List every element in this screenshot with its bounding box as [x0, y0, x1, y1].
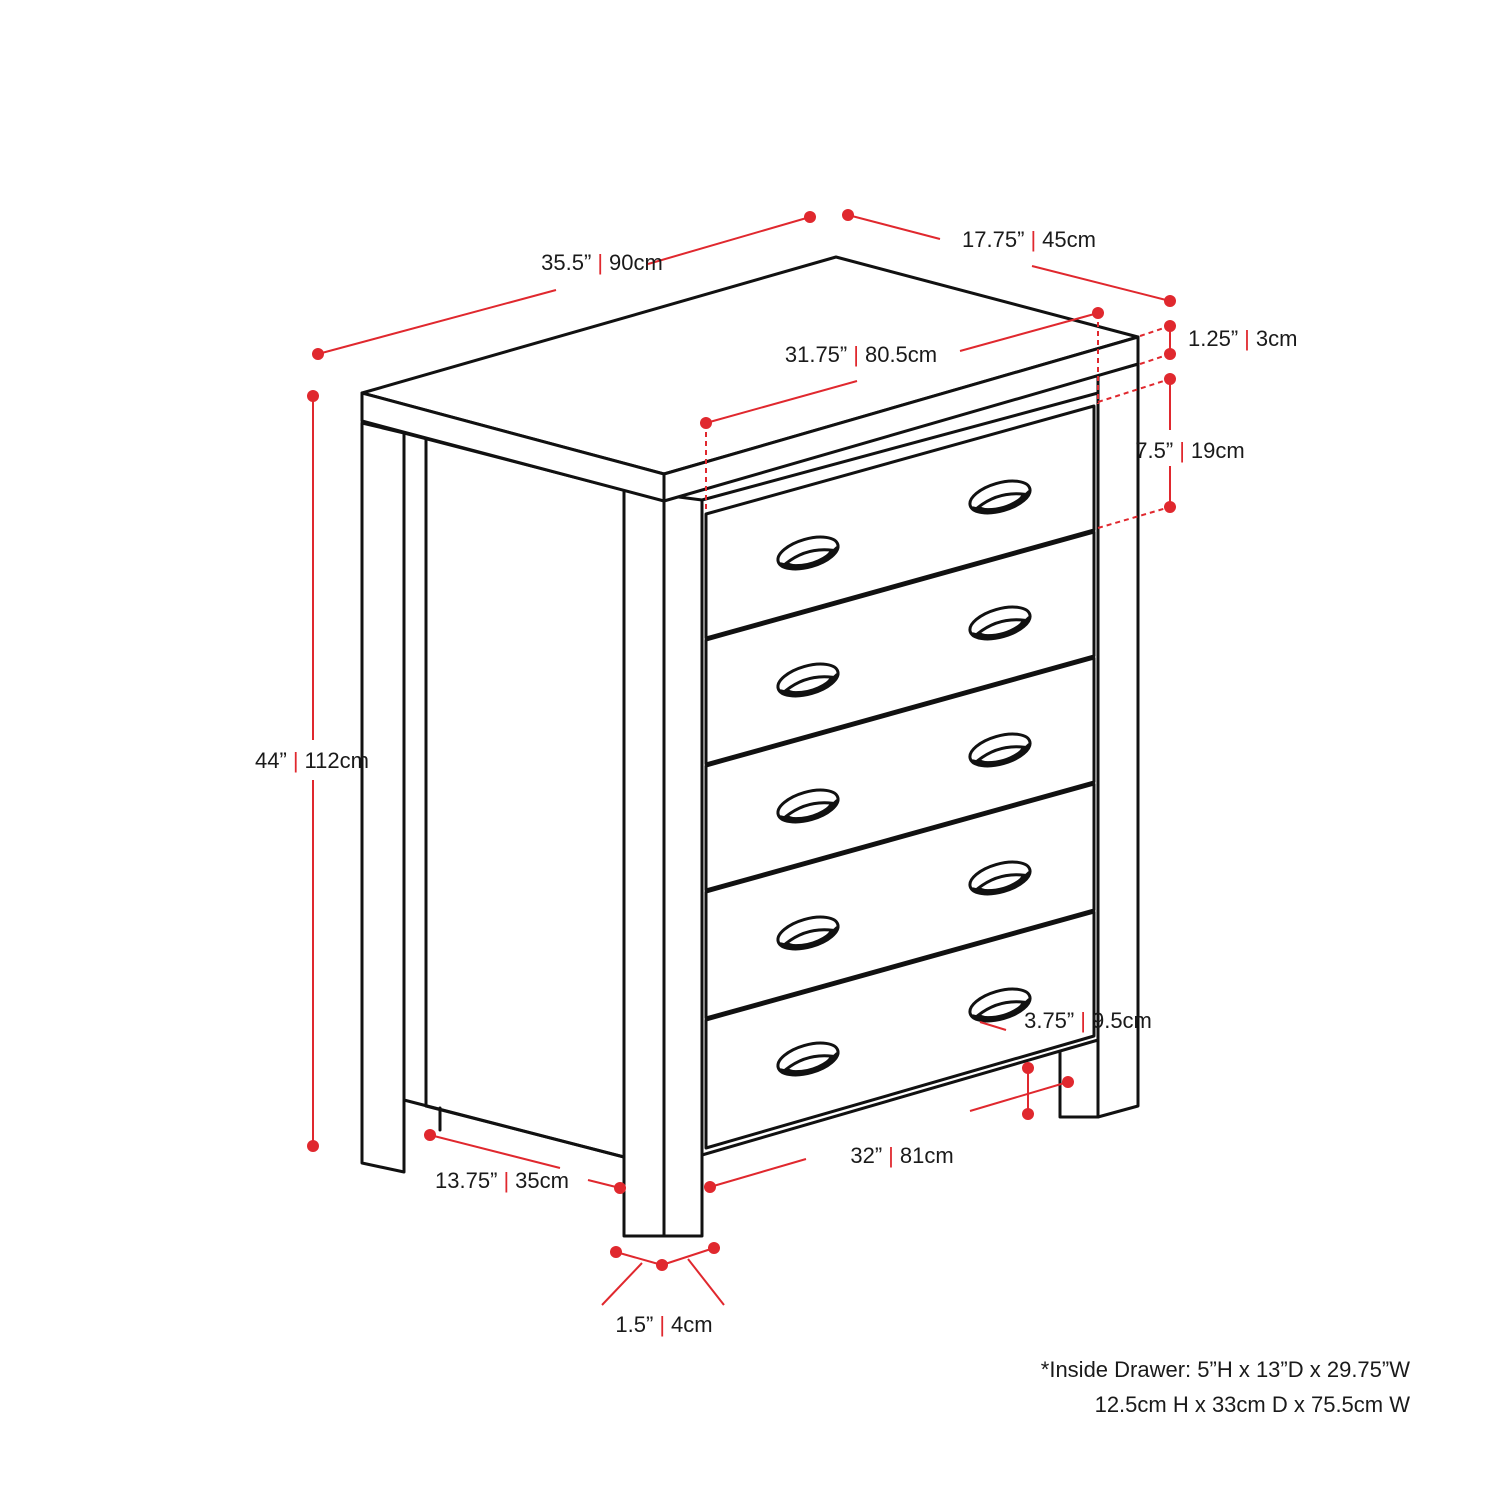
clearance-label: 3.75”|9.5cm [1024, 1008, 1152, 1033]
drawer-height-label: 7.5”|19cm [1135, 438, 1244, 463]
side-panel [402, 431, 626, 1159]
leg-span-label: 32”|81cm [850, 1143, 953, 1168]
back-left-leg [360, 421, 406, 1174]
drawer-1 [704, 404, 1096, 640]
drawers [704, 404, 1096, 1150]
drawer-5 [704, 910, 1096, 1150]
inner-width-label: 31.75”|80.5cm [785, 342, 937, 367]
handle-icon [776, 788, 840, 824]
dresser-drawing [360, 255, 1140, 1238]
drawer-3 [704, 656, 1096, 892]
handle-icon [776, 535, 840, 571]
drawer-2 [704, 530, 1096, 766]
width-label: 35.5”|90cm [541, 250, 663, 275]
side-depth-label: 13.75”|35cm [435, 1168, 569, 1193]
top-thickness-label: 1.25”|3cm [1188, 326, 1297, 351]
note-line-1: *Inside Drawer: 5”H x 13”D x 29.75”W [1041, 1357, 1410, 1382]
depth-label: 17.75”|45cm [962, 227, 1096, 252]
handle-icon [776, 662, 840, 698]
inside-drawer-note: *Inside Drawer: 5”H x 13”D x 29.75”W 12.… [1041, 1357, 1410, 1417]
height-label: 44”|112cm [255, 748, 369, 773]
handle-icon [968, 987, 1032, 1023]
handle-icon [968, 479, 1032, 515]
handle-icon [968, 605, 1032, 641]
drawer-4 [704, 782, 1096, 1020]
dimension-lines [307, 209, 1176, 1306]
back-right-leg [1096, 362, 1140, 1119]
top-slab-side-edge [360, 391, 666, 503]
handle-icon [968, 860, 1032, 896]
handle-icon [776, 915, 840, 951]
dimension-labels: 35.5”|90cm 17.75”|45cm 31.75”|80.5cm 1.2… [255, 227, 1297, 1337]
handle-icon [776, 1041, 840, 1077]
handles [776, 479, 1032, 1077]
handle-icon [968, 732, 1032, 768]
leg-size-label: 1.5”|4cm [615, 1312, 712, 1337]
note-line-2: 12.5cm H x 33cm D x 75.5cm W [1095, 1392, 1411, 1417]
